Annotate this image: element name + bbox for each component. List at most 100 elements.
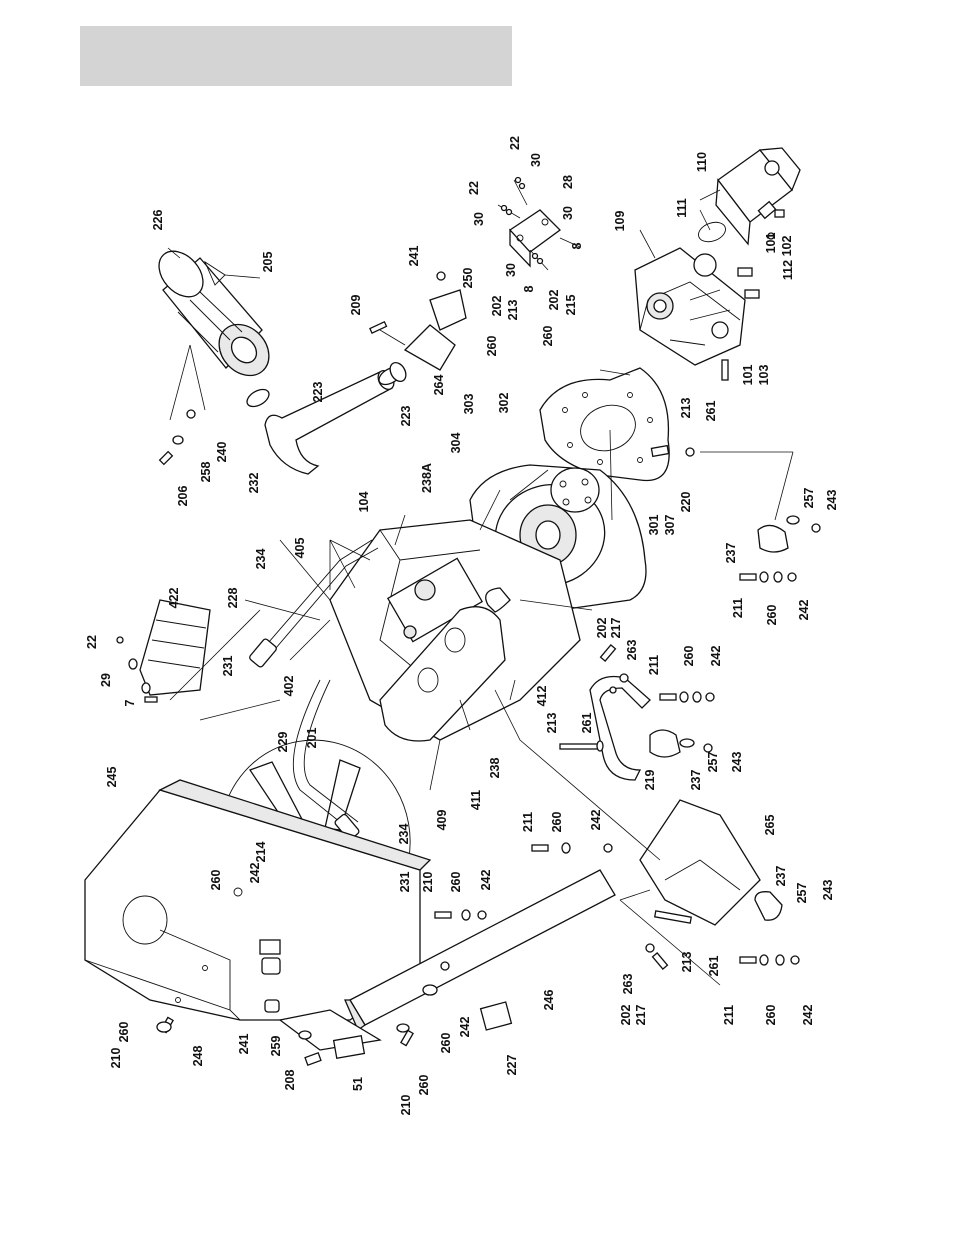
callout-263: 263 bbox=[621, 974, 635, 995]
isolator-mount-middle bbox=[649, 729, 713, 758]
callout-211: 211 bbox=[647, 655, 661, 675]
callout-227: 227 bbox=[505, 1055, 519, 1076]
callout-103: 103 bbox=[757, 365, 771, 386]
adapter-plate bbox=[539, 367, 695, 482]
callout-260: 260 bbox=[550, 812, 564, 833]
callout-242: 242 bbox=[797, 600, 811, 621]
callout-210: 210 bbox=[109, 1048, 123, 1069]
callout-301: 301 bbox=[647, 515, 661, 536]
callout-260: 260 bbox=[765, 605, 779, 626]
callout-28: 28 bbox=[561, 175, 575, 189]
intake-hose bbox=[246, 362, 407, 475]
callout-30: 30 bbox=[561, 206, 575, 220]
callout-213: 213 bbox=[506, 300, 520, 321]
callout-304: 304 bbox=[449, 433, 463, 454]
callout-402: 402 bbox=[282, 676, 296, 697]
callout-217: 217 bbox=[634, 1005, 648, 1026]
callout-30: 30 bbox=[529, 153, 543, 167]
callout-246: 246 bbox=[542, 990, 556, 1011]
callout-215: 215 bbox=[564, 295, 578, 316]
callout-213: 213 bbox=[680, 952, 694, 973]
callout-232: 232 bbox=[247, 473, 261, 494]
callout-234: 234 bbox=[397, 824, 411, 845]
callout-261: 261 bbox=[707, 956, 721, 977]
callout-208: 208 bbox=[283, 1070, 297, 1091]
callout-242: 242 bbox=[589, 810, 603, 831]
callout-238: 238 bbox=[488, 758, 502, 779]
callout-231: 231 bbox=[398, 872, 412, 893]
callout-250: 250 bbox=[461, 268, 475, 289]
engine-mount-bracket bbox=[639, 799, 783, 926]
callout-237: 237 bbox=[689, 770, 703, 791]
callout-261: 261 bbox=[704, 401, 718, 422]
callout-264: 264 bbox=[432, 375, 446, 396]
callout-412: 412 bbox=[535, 686, 549, 707]
callout-422: 422 bbox=[167, 588, 181, 609]
callout-110: 110 bbox=[695, 152, 709, 172]
callout-211: 211 bbox=[722, 1005, 736, 1025]
callout-241: 241 bbox=[407, 246, 421, 267]
callout-260: 260 bbox=[417, 1075, 431, 1096]
callout-229: 229 bbox=[276, 732, 290, 753]
callout-257: 257 bbox=[795, 883, 809, 904]
callout-302: 302 bbox=[497, 393, 511, 414]
misc-hardware bbox=[156, 889, 721, 1066]
callout-263: 263 bbox=[625, 640, 639, 661]
callout-8: 8 bbox=[570, 242, 584, 249]
callout-243: 243 bbox=[730, 752, 744, 773]
callout-261: 261 bbox=[580, 713, 594, 734]
callout-260: 260 bbox=[682, 646, 696, 667]
callout-211: 211 bbox=[731, 598, 745, 618]
callout-217: 217 bbox=[609, 618, 623, 639]
callout-259: 259 bbox=[269, 1036, 283, 1057]
callout-102: 102 bbox=[780, 236, 794, 257]
air-cleaner-hardware bbox=[158, 409, 196, 466]
callout-22: 22 bbox=[467, 181, 481, 195]
callout-240: 240 bbox=[215, 442, 229, 463]
radiator-frame bbox=[84, 779, 432, 1021]
callout-206: 206 bbox=[176, 486, 190, 507]
callout-258: 258 bbox=[199, 462, 213, 483]
hydrostatic-pump bbox=[634, 247, 760, 381]
air-cleaner bbox=[158, 247, 270, 421]
callout-260: 260 bbox=[117, 1022, 131, 1043]
callout-248: 248 bbox=[191, 1046, 205, 1067]
callout-22: 22 bbox=[85, 635, 99, 649]
callout-223: 223 bbox=[399, 406, 413, 427]
callout-411: 411 bbox=[469, 790, 483, 810]
radiator-hoses bbox=[249, 539, 379, 841]
frame-rail bbox=[278, 869, 616, 1060]
callout-7: 7 bbox=[123, 699, 137, 706]
control-module bbox=[116, 599, 211, 703]
callout-223: 223 bbox=[311, 382, 325, 403]
callout-201: 201 bbox=[305, 728, 319, 749]
callout-29: 29 bbox=[99, 673, 113, 687]
callout-243: 243 bbox=[821, 880, 835, 901]
callout-238A: 238A bbox=[420, 463, 434, 493]
callout-104: 104 bbox=[357, 492, 371, 513]
callout-109: 109 bbox=[613, 211, 627, 232]
callout-214: 214 bbox=[254, 842, 268, 863]
callout-210: 210 bbox=[399, 1095, 413, 1116]
callout-243: 243 bbox=[825, 490, 839, 511]
callout-409: 409 bbox=[435, 810, 449, 831]
callout-209: 209 bbox=[349, 295, 363, 316]
callout-101: 101 bbox=[741, 365, 755, 386]
callout-307: 307 bbox=[663, 515, 677, 536]
callout-211: 211 bbox=[521, 812, 535, 832]
exhaust-tube bbox=[589, 675, 651, 781]
callout-228: 228 bbox=[226, 588, 240, 609]
mount-hardware bbox=[434, 571, 800, 970]
callout-303: 303 bbox=[462, 394, 476, 415]
callout-51: 51 bbox=[351, 1077, 365, 1091]
callout-22: 22 bbox=[508, 136, 522, 150]
callout-8: 8 bbox=[522, 285, 536, 292]
callout-257: 257 bbox=[706, 752, 720, 773]
callout-242: 242 bbox=[458, 1017, 472, 1038]
callout-213: 213 bbox=[679, 398, 693, 419]
callout-205: 205 bbox=[261, 252, 275, 273]
callout-101: 101 bbox=[764, 233, 778, 254]
muffler bbox=[379, 587, 511, 742]
callout-242: 242 bbox=[801, 1005, 815, 1026]
